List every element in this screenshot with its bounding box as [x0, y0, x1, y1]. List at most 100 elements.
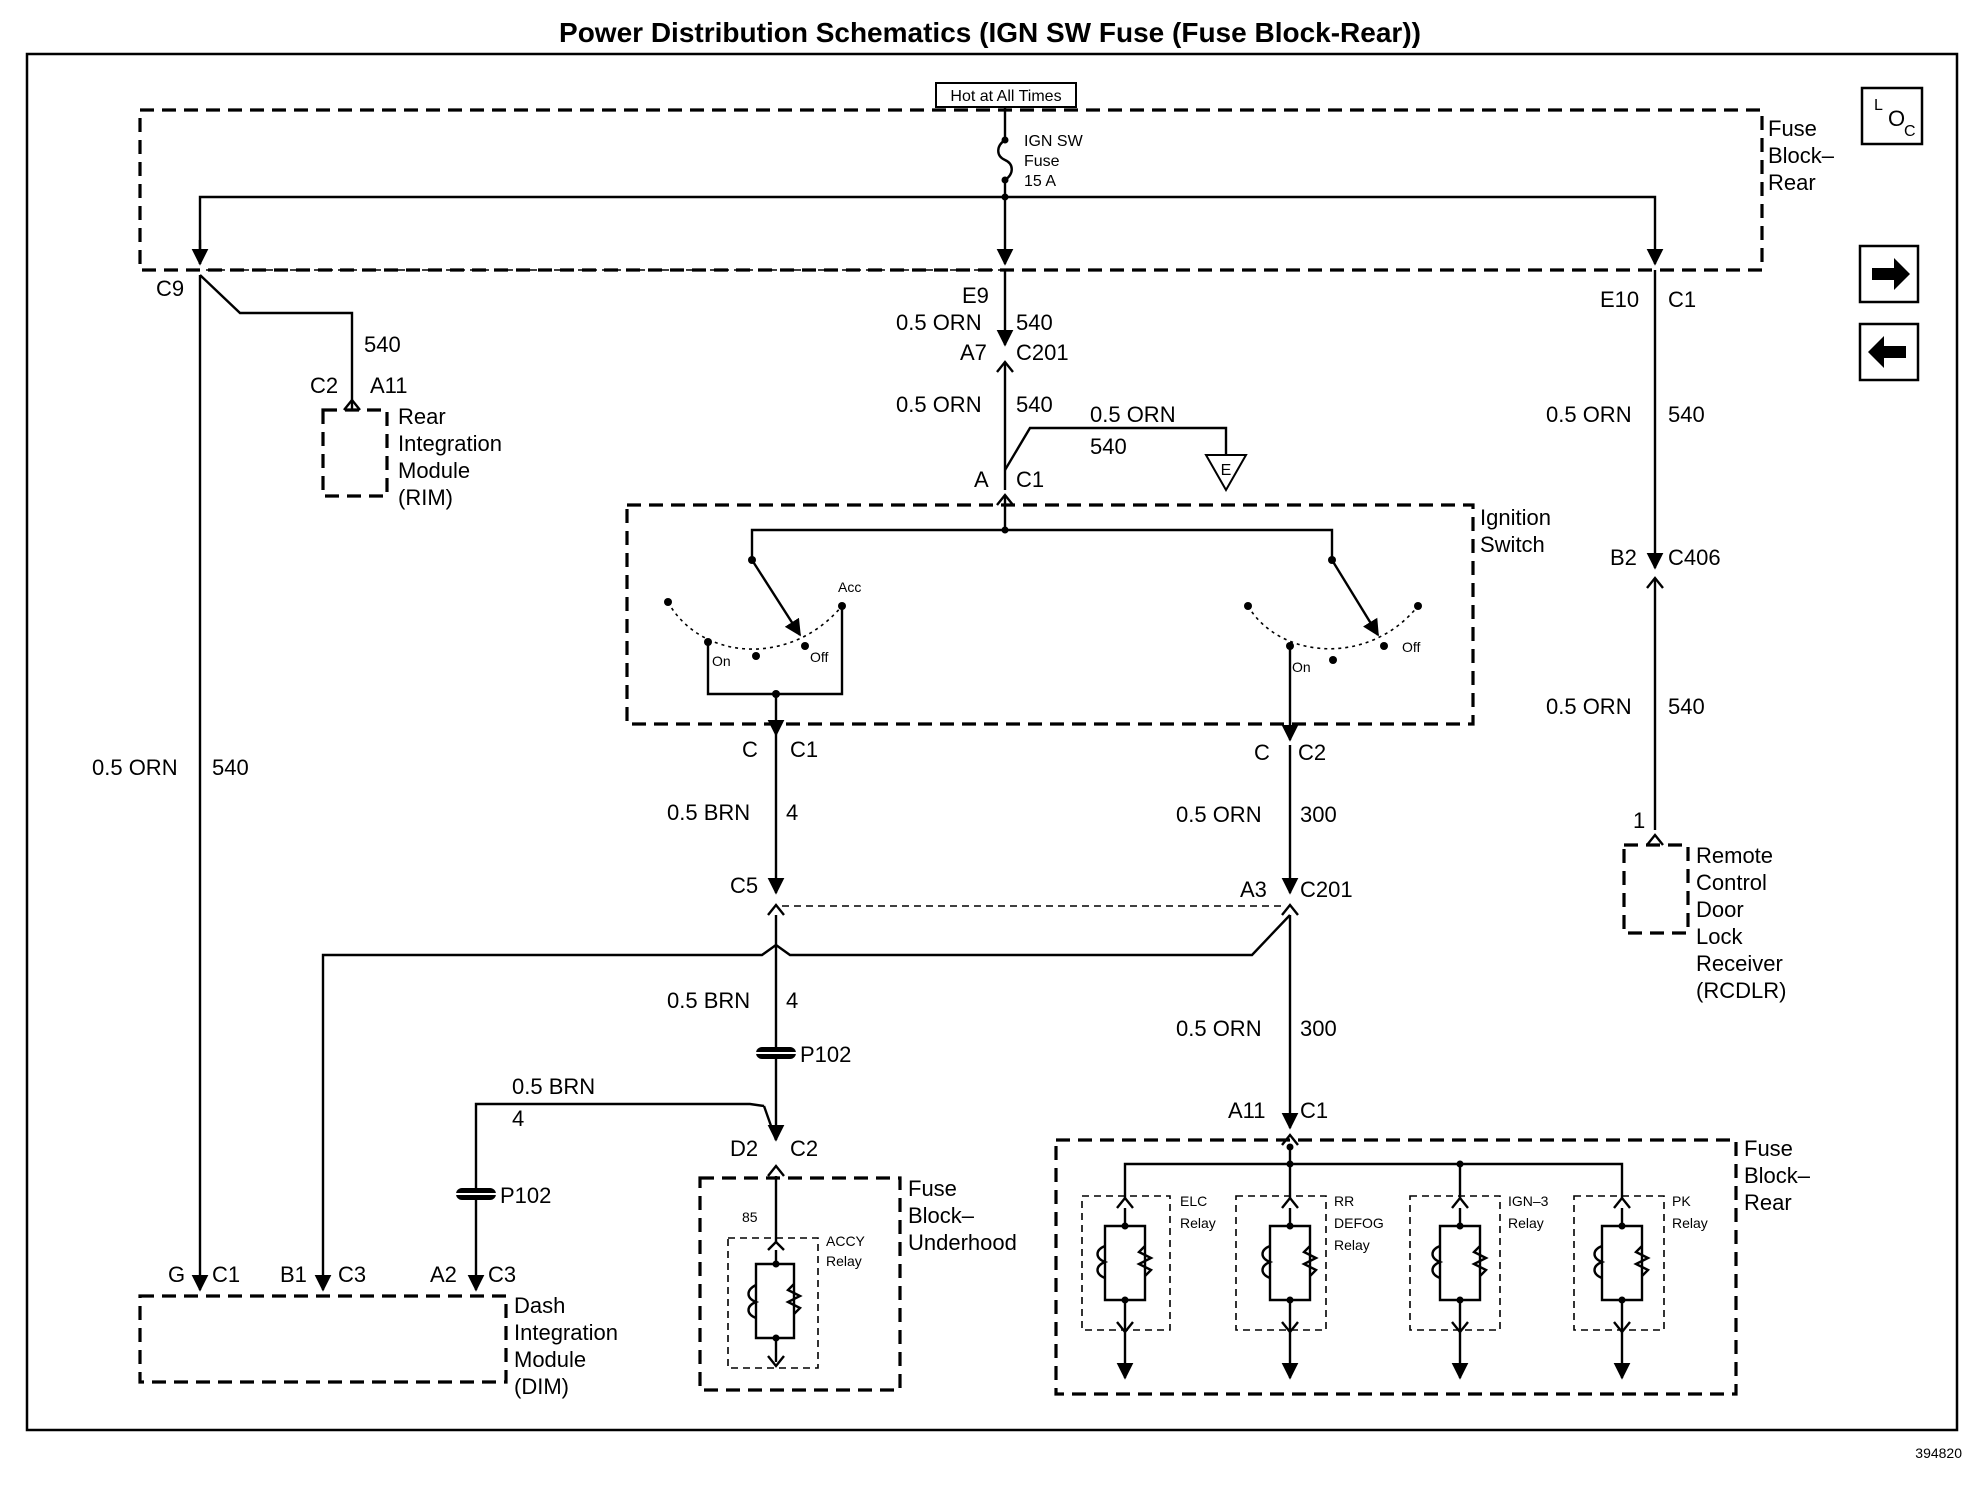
- next-page-arrow-icon[interactable]: [1858, 244, 1920, 304]
- ground-e-icon: E: [1204, 454, 1248, 493]
- component-locator-icon[interactable]: L O C: [1860, 86, 1924, 146]
- svg-text:ELC: ELC: [1180, 1193, 1207, 1209]
- wire-ground-540: [1003, 426, 1228, 471]
- connector-c3-dim2: C3: [488, 1262, 516, 1287]
- connector-g: G: [168, 1262, 185, 1287]
- diagram-frame: [25, 52, 1959, 1432]
- connector-c2-underhood: C2: [790, 1136, 818, 1161]
- wire-540-rim-label: 540: [364, 332, 401, 357]
- svg-text:PK: PK: [1672, 1193, 1691, 1209]
- wire-orn300a-circuit: 300: [1300, 802, 1337, 827]
- connector-c9: C9: [156, 276, 184, 301]
- splice-p102-left-label: P102: [500, 1183, 551, 1208]
- svg-text:Relay: Relay: [1672, 1215, 1708, 1231]
- svg-text:(DIM): (DIM): [514, 1374, 569, 1399]
- svg-text:Rear: Rear: [398, 404, 446, 429]
- svg-text:On: On: [1292, 659, 1311, 675]
- wire-right2-color: 0.5 ORN: [1546, 694, 1632, 719]
- connector-a7: A7: [960, 340, 987, 365]
- dim-box: [138, 1294, 508, 1384]
- connector-d2: D2: [730, 1136, 758, 1161]
- connector-c1-ign: C1: [1016, 467, 1044, 492]
- relay-accy: ACCY Relay: [727, 1233, 866, 1369]
- connector-c406: C406: [1668, 545, 1721, 570]
- connector-c2-right: C2: [1298, 740, 1326, 765]
- wire-brn3-color: 0.5 BRN: [512, 1074, 595, 1099]
- svg-text:Integration: Integration: [398, 431, 502, 456]
- fuse-block-underhood-box: [698, 1176, 902, 1392]
- connector-pin1: 1: [1633, 808, 1645, 833]
- connector-a11-rim: A11: [370, 373, 408, 398]
- svg-text:DEFOG: DEFOG: [1334, 1215, 1384, 1231]
- connector-c1-bottom: C1: [1300, 1098, 1328, 1123]
- rim-box: [321, 408, 389, 498]
- svg-text:Underhood: Underhood: [908, 1230, 1017, 1255]
- ignition-switch-left: Acc On Off: [664, 559, 861, 696]
- svg-text:Door: Door: [1696, 897, 1744, 922]
- svg-text:On: On: [712, 653, 731, 669]
- svg-text:Fuse: Fuse: [1744, 1136, 1793, 1161]
- relay-rr-defog: RR DEFOG Relay: [1235, 1193, 1384, 1380]
- connector-c-left: C: [742, 737, 758, 762]
- svg-text:Ignition: Ignition: [1480, 505, 1551, 530]
- ignition-switch-box: [625, 503, 1475, 726]
- svg-text:Rear: Rear: [1744, 1190, 1792, 1215]
- svg-text:Fuse: Fuse: [1024, 153, 1060, 170]
- fuse-block-rear-top-box: [138, 108, 1764, 272]
- wire-brn3-circuit: 4: [512, 1106, 524, 1131]
- diagram-title: Power Distribution Schematics (IGN SW Fu…: [559, 17, 1421, 48]
- connector-b1: B1: [280, 1262, 307, 1287]
- wire-orn300b-circuit: 300: [1300, 1016, 1337, 1041]
- svg-text:L: L: [1874, 97, 1883, 114]
- connector-a11-bottom: A11: [1228, 1098, 1266, 1123]
- svg-text:Acc: Acc: [838, 579, 861, 595]
- wire-right1-color: 0.5 ORN: [1546, 402, 1632, 427]
- wire-brn1-circuit: 4: [786, 800, 798, 825]
- fuse-block-rear-bottom-label: Fuse Block– Rear: [1744, 1136, 1811, 1215]
- svg-text:Dash: Dash: [514, 1293, 565, 1318]
- connector-e10-c1: C1: [1668, 287, 1696, 312]
- wire-left-circuit: 540: [212, 755, 249, 780]
- wire-right1-circuit: 540: [1668, 402, 1705, 427]
- svg-text:E: E: [1221, 462, 1232, 479]
- relay-pk: PK Relay: [1573, 1193, 1708, 1380]
- wire-right2-circuit: 540: [1668, 694, 1705, 719]
- svg-text:Block–: Block–: [1744, 1163, 1811, 1188]
- ign-sw-fuse: IGN SW Fuse 15 A: [996, 107, 1084, 266]
- svg-text:IGN SW: IGN SW: [1024, 133, 1084, 150]
- svg-text:Block–: Block–: [1768, 143, 1835, 168]
- connector-pin85: 85: [742, 1209, 758, 1225]
- connector-c1-dim: C1: [212, 1262, 240, 1287]
- ignition-switch-right: On Off: [1244, 559, 1422, 730]
- wire-540-rim: [199, 274, 354, 410]
- connector-c5: C5: [730, 873, 758, 898]
- svg-text:Relay: Relay: [826, 1253, 862, 1269]
- splice-p102-center: [756, 1047, 796, 1059]
- fuse-block-rear-top-label: Fuse Block– Rear: [1768, 116, 1835, 195]
- previous-page-arrow-icon[interactable]: [1858, 322, 1920, 382]
- connector-a2: A2: [430, 1262, 457, 1287]
- rcdlr-label: Remote Control Door Lock Receiver (RCDLR…: [1696, 843, 1786, 1003]
- connector-e9: E9: [962, 283, 989, 308]
- wire-c201-color: 0.5 ORN: [896, 392, 982, 417]
- svg-text:(RIM): (RIM): [398, 485, 453, 510]
- svg-text:Fuse: Fuse: [1768, 116, 1817, 141]
- connector-a: A: [974, 467, 989, 492]
- svg-text:Relay: Relay: [1508, 1215, 1544, 1231]
- svg-text:Rear: Rear: [1768, 170, 1816, 195]
- wire-orn300a-color: 0.5 ORN: [1176, 802, 1262, 827]
- fuse-block-rear-bottom-box: [1054, 1138, 1738, 1396]
- wire-brn2-circuit: 4: [786, 988, 798, 1013]
- svg-text:Module: Module: [398, 458, 470, 483]
- svg-text:ACCY: ACCY: [826, 1233, 866, 1249]
- figure-number: 394820: [1915, 1445, 1962, 1461]
- relay-ign-3: IGN–3 Relay: [1409, 1193, 1549, 1380]
- svg-text:Module: Module: [514, 1347, 586, 1372]
- svg-text:Off: Off: [810, 649, 829, 665]
- svg-text:IGN–3: IGN–3: [1508, 1193, 1549, 1209]
- wire-brn2-color: 0.5 BRN: [667, 988, 750, 1013]
- ignition-switch-label: Ignition Switch: [1480, 505, 1551, 557]
- rim-label: Rear Integration Module (RIM): [398, 404, 502, 510]
- svg-text:Lock: Lock: [1696, 924, 1743, 949]
